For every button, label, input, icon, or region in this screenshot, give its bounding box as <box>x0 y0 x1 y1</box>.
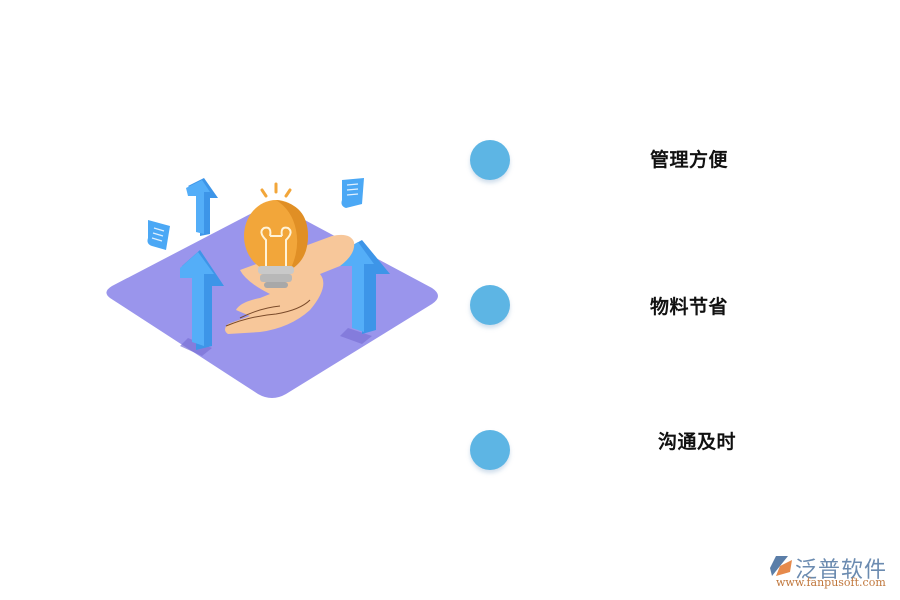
feature-label-2: 物料节省 <box>650 296 729 318</box>
feature-dot-2 <box>470 285 510 325</box>
up-arrow-icon-right <box>338 240 390 334</box>
logo-mark-icon <box>770 556 792 576</box>
document-icon-left <box>147 220 170 250</box>
feature-dot-3 <box>470 430 510 470</box>
fanpu-logo: 泛普软件 www.fanpusoft.com <box>768 552 896 592</box>
feature-label-1: 管理方便 <box>650 149 729 171</box>
hand-lightbulb-illustration <box>106 178 438 398</box>
feature-label-3: 沟通及时 <box>658 431 737 453</box>
up-arrow-icon-small <box>186 178 218 236</box>
lightbulb-icon <box>244 182 308 288</box>
hand-shape <box>225 234 355 334</box>
up-arrow-icon-left <box>180 250 224 350</box>
document-icon-right <box>341 178 364 208</box>
logo-name: 泛普软件 <box>795 558 888 583</box>
feature-dot-1 <box>470 140 510 180</box>
logo-url: www.fanpusoft.com <box>776 576 886 589</box>
